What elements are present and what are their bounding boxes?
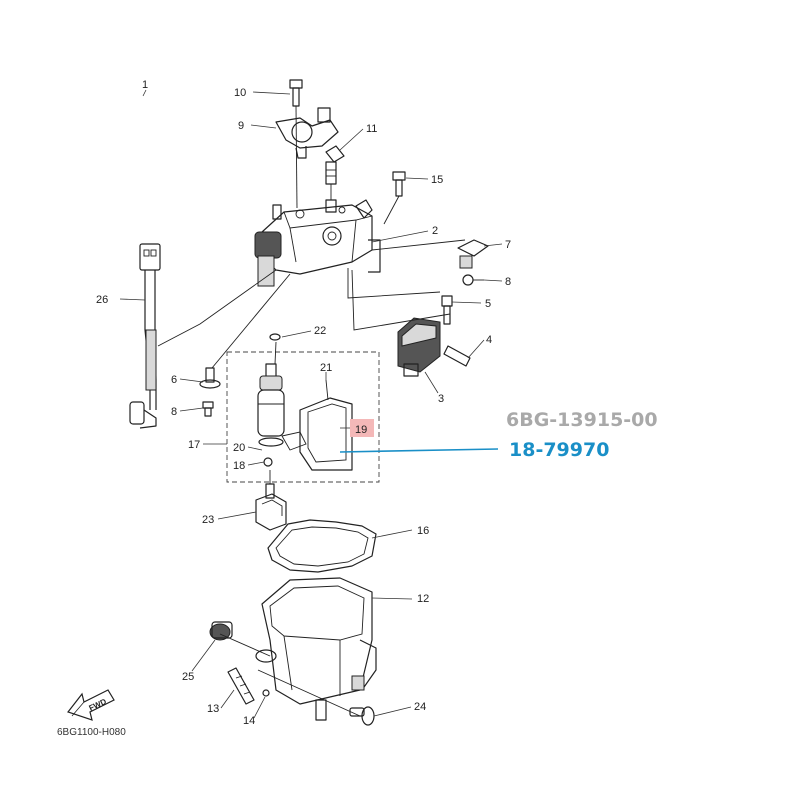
filter-19: [281, 397, 353, 471]
callout-6: 6: [171, 374, 177, 386]
callout-7: 7: [505, 239, 511, 251]
callout-19: 19: [355, 424, 367, 436]
callout-22: 22: [314, 325, 326, 337]
callout-17: 17: [188, 439, 200, 451]
assembly-guide-lines: [157, 105, 466, 717]
callout-leaders: [119, 89, 503, 719]
callout-5: 5: [485, 298, 491, 310]
wire-21: [325, 379, 329, 401]
bracket-23: [255, 483, 287, 531]
callout-4: 4: [486, 334, 492, 346]
wire-harness-26: [129, 243, 161, 429]
callout-12: 12: [417, 593, 429, 605]
fuel-pump-cover: [254, 199, 381, 287]
callout-21: 21: [320, 362, 332, 374]
screw-8-right: [462, 274, 484, 286]
callout-20: 20: [233, 442, 245, 454]
callout-15: 15: [431, 174, 443, 186]
callout-2: 2: [432, 225, 438, 237]
aftermarket-part-number: 18-79970: [509, 439, 609, 461]
callout-9: 9: [238, 120, 244, 132]
highlight-box-19: [350, 419, 374, 437]
callout-8-left: 8: [171, 406, 177, 418]
callout-14: 14: [243, 715, 255, 727]
clip-18: [263, 457, 273, 467]
grommet-6: [199, 367, 221, 389]
hose-fitting-11: [325, 145, 345, 185]
callout-3: 3: [438, 393, 444, 405]
bolt-15: [392, 171, 406, 197]
pin-4: [443, 345, 471, 367]
callout-24: 24: [414, 701, 426, 713]
oem-part-number: 6BG-13915-00: [506, 409, 658, 431]
callout-11: 11: [366, 123, 377, 135]
clip-7: [457, 239, 489, 269]
fwd-arrow-icon: FWD: [67, 689, 115, 721]
callout-26: 26: [96, 294, 108, 306]
pump-assembly-boundary: [226, 351, 380, 483]
diagram-code: 6BG1100-H080: [57, 727, 126, 738]
gasket-16: [267, 519, 377, 573]
callout-16: 16: [417, 525, 429, 537]
blue-leader-line: [339, 448, 499, 453]
callout-25: 25: [182, 671, 194, 683]
callout-8-right: 8: [505, 276, 511, 288]
drain-plug-25: [209, 621, 233, 641]
callout-1: 1: [142, 79, 148, 91]
bolt-10: [289, 79, 303, 107]
pressure-regulator: [275, 107, 339, 159]
o-ring-14: [262, 689, 270, 697]
valve-5: [441, 295, 453, 325]
callout-10: 10: [234, 87, 246, 99]
sensor-3: [397, 317, 441, 377]
float-chamber-12: [255, 577, 377, 721]
screw-8-left: [202, 401, 214, 417]
bolt-24: [349, 706, 375, 726]
o-ring-22: [269, 333, 281, 341]
callout-13: 13: [207, 703, 219, 715]
callout-18: 18: [233, 460, 245, 472]
fuel-pump-20: [257, 363, 285, 447]
screw-13: [227, 667, 255, 705]
callout-23: 23: [202, 514, 214, 526]
callout-numbers: 1 2 3 4 5 6 7 8 8 9 10 11 12 13 14 15 16…: [96, 79, 511, 727]
